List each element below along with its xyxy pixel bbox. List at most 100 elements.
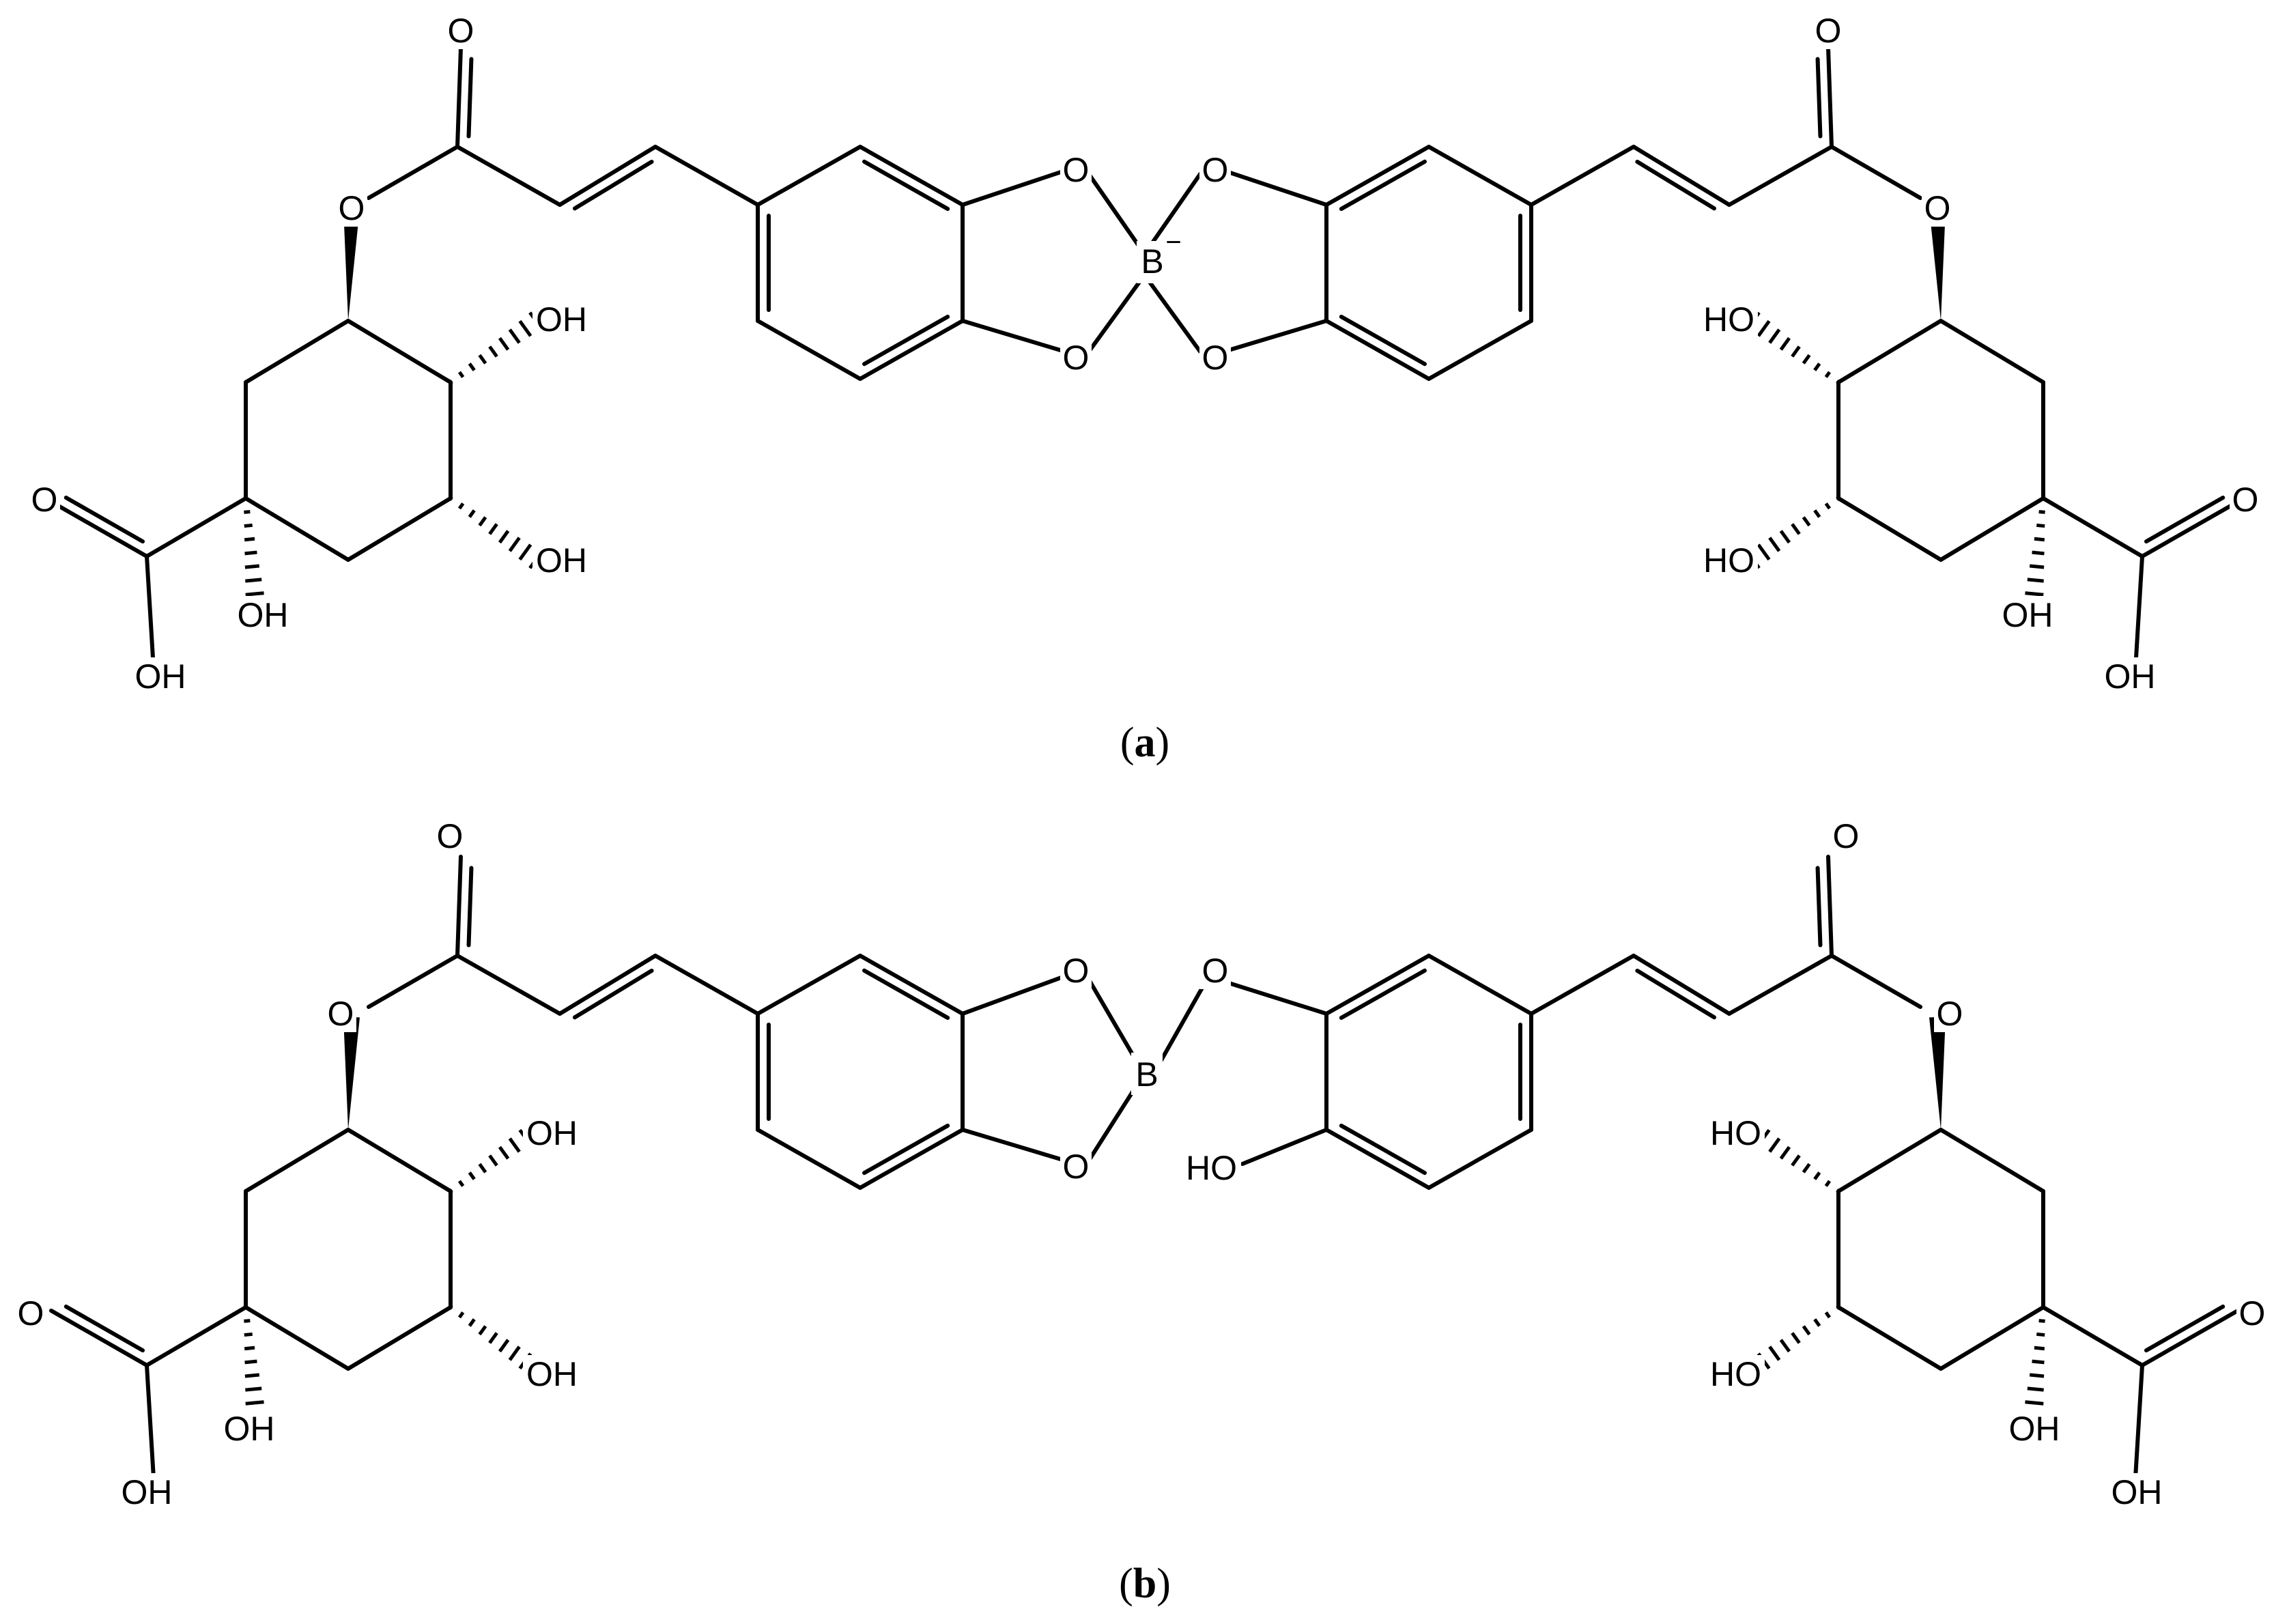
double-bond-line xyxy=(1339,968,1427,1021)
bonds-layer xyxy=(49,46,2240,1480)
bond-line xyxy=(1324,954,1431,1016)
bond-line xyxy=(145,1305,248,1367)
bridge-oxygen-label: O xyxy=(1202,339,1229,377)
bond-line xyxy=(455,855,463,958)
bond-line xyxy=(1727,145,1834,207)
panel-a-caption: (a) xyxy=(1120,720,1169,766)
bond-line xyxy=(1632,954,1731,1016)
double-bond-line xyxy=(466,866,474,948)
bond-line xyxy=(1830,145,1922,200)
bond-line xyxy=(1222,169,1328,207)
panel-a: B − O O O O O O O O OH OH OH O OH HO H xyxy=(29,12,2261,766)
bond-line xyxy=(1087,978,1139,1064)
bond-line xyxy=(1143,172,1202,255)
hashed-bond xyxy=(243,496,267,610)
hashed-bond xyxy=(2022,1305,2046,1419)
acid-hydroxyl-label: OH xyxy=(122,1473,173,1511)
bond-line xyxy=(858,319,965,381)
bond-line xyxy=(1939,1128,2045,1193)
bridge-oxygen-label: O xyxy=(1063,1148,1090,1186)
bond-line xyxy=(2140,1309,2240,1367)
carbonyl-oxygen-label: O xyxy=(1833,817,1860,855)
boron-atom-label: B xyxy=(1141,242,1163,281)
bond-line xyxy=(858,954,965,1016)
bond-line xyxy=(1324,1128,1431,1190)
bond-line xyxy=(1427,954,1533,1016)
bond-line xyxy=(1632,145,1731,207)
bond-line xyxy=(346,496,453,562)
bond-line xyxy=(49,1309,149,1367)
panel-b-caption: (b) xyxy=(1119,1561,1171,1607)
double-bond-line xyxy=(1339,1123,1427,1176)
hydroxyl-label: OH xyxy=(526,1355,578,1393)
bond-line xyxy=(145,1363,156,1480)
bond-line xyxy=(1324,145,1431,207)
bond-line xyxy=(961,974,1067,1016)
bond-line xyxy=(1324,319,1431,381)
bond-line xyxy=(346,1305,453,1371)
hydroxyl-label: OH xyxy=(536,541,587,580)
bond-line xyxy=(244,1128,350,1193)
bond-line xyxy=(1227,981,1328,1016)
bond-line xyxy=(244,319,350,384)
hashed-bond xyxy=(1746,311,1841,385)
acid-hydroxyl-label: OH xyxy=(2112,1473,2163,1511)
bond-line xyxy=(1826,855,1834,958)
bond-line xyxy=(858,1128,965,1190)
double-bond-line xyxy=(2144,496,2226,544)
hashed-bond xyxy=(243,1305,267,1419)
panel-b: B O O O HO O O O O OH OH OH O OH HO HO O… xyxy=(15,817,2268,1607)
hashed-bond xyxy=(448,496,543,569)
ester-oxygen-label: O xyxy=(1937,995,1963,1033)
double-bond-line xyxy=(2144,1305,2226,1353)
hashed-bond xyxy=(448,1305,543,1378)
bond-line xyxy=(558,954,657,1016)
double-bond-line xyxy=(1339,314,1427,367)
hash-layer xyxy=(243,311,2046,1419)
bond-line xyxy=(961,1128,1067,1163)
bond-line xyxy=(1240,1128,1328,1166)
bond-line xyxy=(244,496,350,562)
wedge-layer xyxy=(343,208,1946,1130)
bond-line xyxy=(756,145,862,207)
bond-line xyxy=(1427,1128,1533,1190)
bond-line xyxy=(346,1128,453,1193)
bond-line xyxy=(1830,954,1922,1009)
bridge-oxygen-label: O xyxy=(1202,952,1229,990)
double-bond-line xyxy=(466,57,474,139)
carbonyl-oxygen-label: O xyxy=(1815,12,1842,50)
bridge-oxygen-label: O xyxy=(1202,151,1229,189)
wedge-bond xyxy=(1929,208,1946,321)
double-bond-line xyxy=(862,968,950,1021)
hydroxyl-label: HO xyxy=(1710,1114,1761,1152)
bond-line xyxy=(756,319,862,381)
bond-line xyxy=(961,319,1067,354)
hashed-bond xyxy=(2022,496,2046,610)
bond-line xyxy=(49,500,149,558)
bond-line xyxy=(2140,500,2240,558)
bridge-oxygen-label: O xyxy=(1063,339,1090,377)
acid-oxygen-label: O xyxy=(18,1294,44,1333)
bond-line xyxy=(1529,954,1636,1016)
bond-line xyxy=(1836,1128,1943,1193)
bond-line xyxy=(1143,274,1202,354)
hashed-bond xyxy=(1746,496,1841,569)
bond-line xyxy=(1222,319,1328,354)
bond-line xyxy=(455,46,463,149)
acid-oxygen-label: O xyxy=(31,481,58,519)
double-bond-line xyxy=(1635,159,1717,211)
bond-line xyxy=(1529,145,1636,207)
double-bond-line xyxy=(1339,159,1427,212)
bond-line xyxy=(1836,496,1943,562)
wedge-bond xyxy=(1929,1016,1946,1130)
hydroxyl-label: OH xyxy=(2002,596,2053,634)
double-bond-line xyxy=(862,159,950,212)
hydroxyl-label: OH xyxy=(536,300,587,339)
double-bond-line xyxy=(63,496,145,544)
double-bond-line xyxy=(572,968,654,1020)
ester-oxygen-label: O xyxy=(339,189,365,227)
bond-line xyxy=(1826,46,1834,149)
bond-line xyxy=(858,145,965,207)
bond-line xyxy=(1727,954,1834,1016)
